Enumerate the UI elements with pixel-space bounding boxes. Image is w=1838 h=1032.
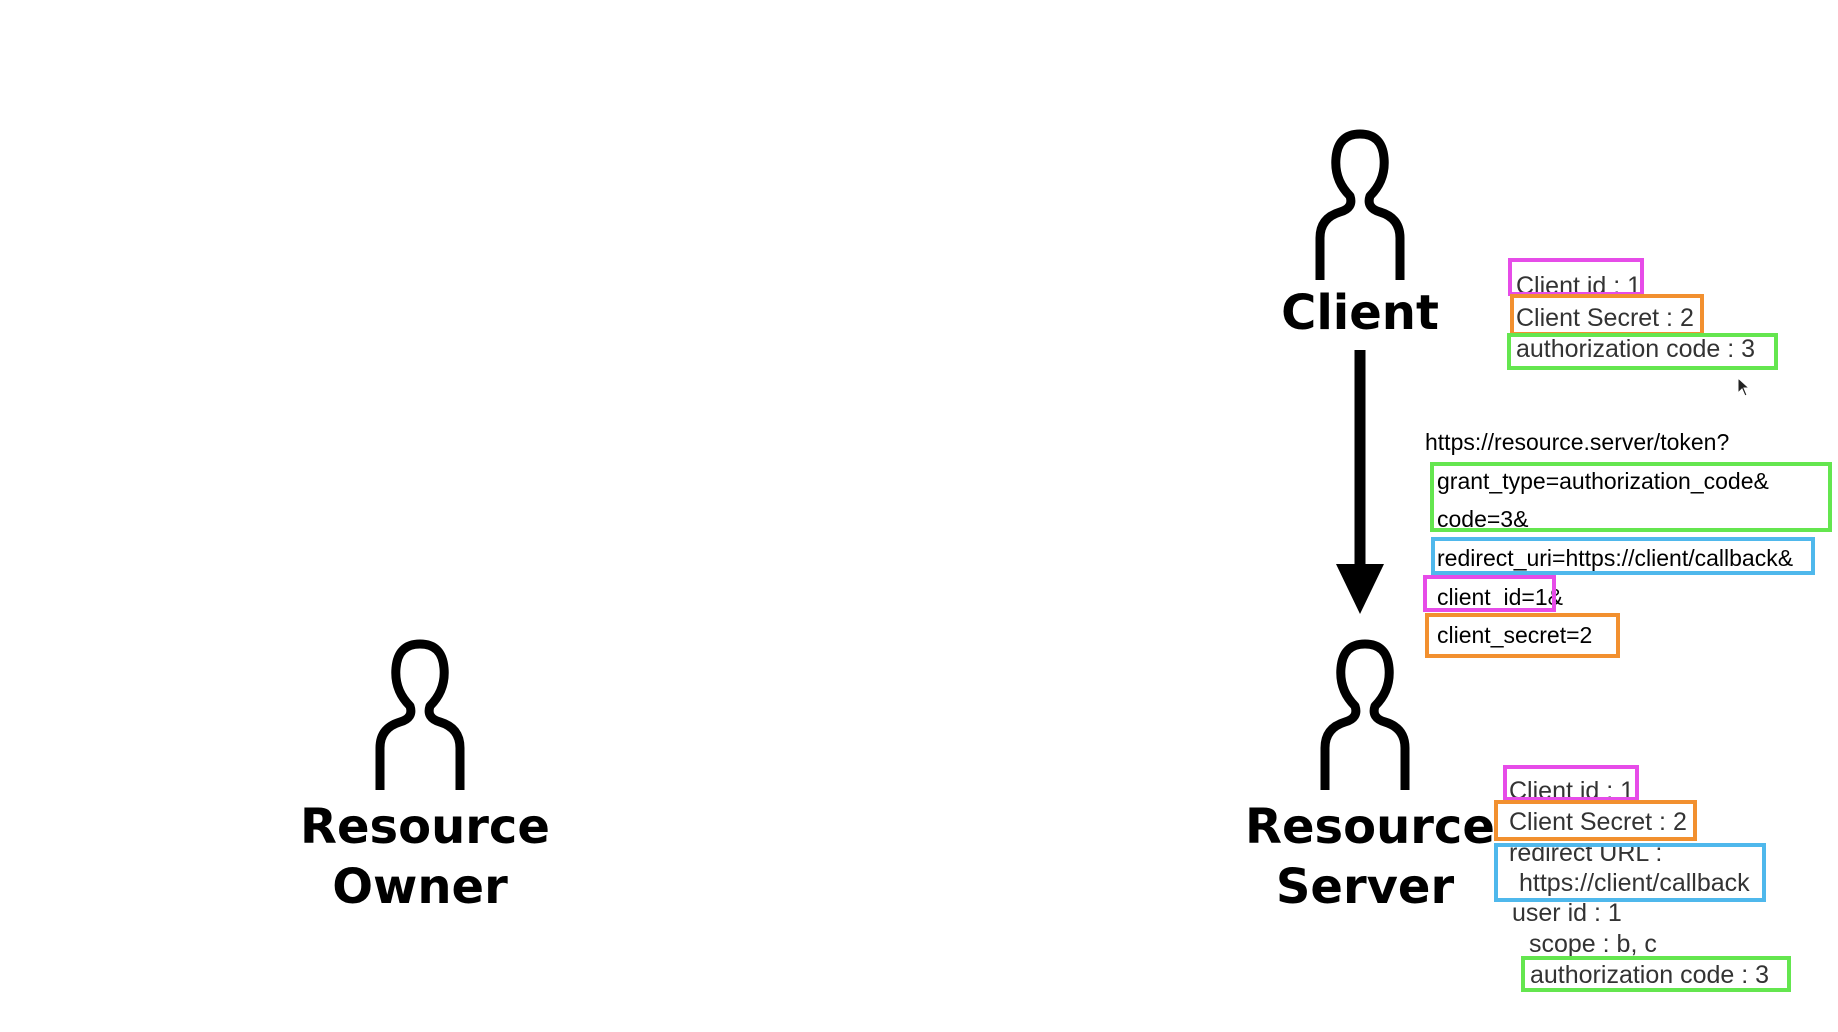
server-auth-code-highlight	[1521, 956, 1791, 992]
client-id-param-highlight	[1423, 575, 1556, 612]
resource-owner-label-line1: Resource	[300, 799, 550, 855]
resource-owner-label-line2: Owner	[332, 859, 508, 915]
server-note-scope: scope : b, c	[1529, 930, 1657, 958]
client-secret-param-highlight	[1425, 613, 1620, 658]
resource-server-label-line1: Resource	[1245, 799, 1495, 855]
client-actor: Client	[1270, 128, 1450, 343]
token-param-client-secret: client_secret=2	[1437, 622, 1593, 648]
client-secret-highlight	[1510, 294, 1704, 336]
token-param-redirect-uri: redirect_uri=https://client/callback&	[1437, 545, 1794, 571]
resource-owner-label: Resource Owner	[300, 797, 550, 917]
client-note-client-secret: Client Secret : 2	[1516, 304, 1694, 332]
resource-server-actor: Resource Server	[1245, 638, 1495, 917]
server-note-user-id: user id : 1	[1512, 899, 1622, 927]
person-outline-icon	[1320, 639, 1410, 790]
mouse-cursor-icon	[1737, 377, 1751, 397]
client-auth-code-highlight	[1507, 333, 1778, 370]
server-client-id-highlight	[1503, 765, 1639, 801]
resource-owner-actor: Resource Owner	[300, 638, 550, 917]
server-redirect-highlight	[1494, 843, 1766, 902]
resource-server-label-line2: Server	[1275, 859, 1455, 915]
server-note-redirect-value: https://client/callback	[1519, 869, 1750, 897]
person-outline-icon	[375, 639, 465, 790]
grant-code-highlight	[1430, 462, 1832, 532]
person-outline-icon	[1315, 129, 1405, 280]
token-param-client-id: client_id=1&	[1437, 584, 1563, 610]
server-client-secret-highlight	[1494, 800, 1697, 841]
redirect-uri-highlight	[1431, 537, 1815, 575]
token-url: https://resource.server/token?	[1425, 429, 1730, 455]
token-param-grant-type: grant_type=authorization_code&	[1437, 468, 1769, 494]
token-param-code: code=3&	[1437, 506, 1529, 532]
server-note-client-secret: Client Secret : 2	[1509, 808, 1687, 836]
client-id-highlight	[1508, 258, 1644, 296]
resource-server-label: Resource Server	[1245, 797, 1495, 917]
client-label: Client	[1281, 285, 1439, 341]
client-note-authorization-code: authorization code : 3	[1516, 335, 1756, 363]
request-arrow	[1336, 350, 1384, 614]
server-note-authorization-code: authorization code : 3	[1530, 961, 1770, 989]
